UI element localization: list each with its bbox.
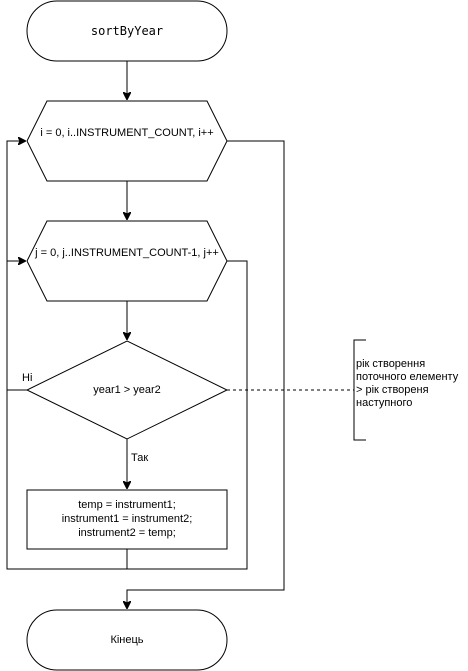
outer-loop-shape xyxy=(26,100,228,182)
end-label: Кінець xyxy=(110,634,144,646)
start-label: sortByYear xyxy=(90,24,164,38)
end-terminator xyxy=(26,609,228,671)
inner-loop-shape xyxy=(26,220,228,302)
annotation-bracket xyxy=(353,339,366,441)
swap-line-2: instrument1 = instrument2; xyxy=(61,513,193,525)
edge-decision-no xyxy=(6,261,27,391)
swap-line-3: instrument2 = temp; xyxy=(78,527,176,539)
annotation-line-4: наступного xyxy=(356,397,413,409)
annotation-line-3: > рік створеня xyxy=(356,384,429,396)
inner-loop-label: j = 0, j..INSTRUMENT_COUNT-1, j++ xyxy=(35,247,219,259)
annotation-line-2: поточного елементу xyxy=(356,371,459,383)
swap-label: temp = instrument1; instrument1 = instru… xyxy=(27,498,227,540)
annotation-line-1: рік створення xyxy=(356,358,426,370)
swap-line-1: temp = instrument1; xyxy=(78,499,176,511)
edge-label-yes: Так xyxy=(131,452,149,465)
decision-label: year1 > year2 xyxy=(93,384,161,396)
edge-label-no: Ні xyxy=(22,372,33,385)
outer-loop-label: i = 0, i..INSTRUMENT_COUNT, i++ xyxy=(40,127,214,139)
edge-inner-loop-exit xyxy=(127,260,248,570)
annotation-text: рік створення поточного елементу > рік с… xyxy=(356,358,466,410)
edge-outer-loop-exit xyxy=(127,140,285,608)
edge-swap-to-outer-loop xyxy=(6,141,128,570)
